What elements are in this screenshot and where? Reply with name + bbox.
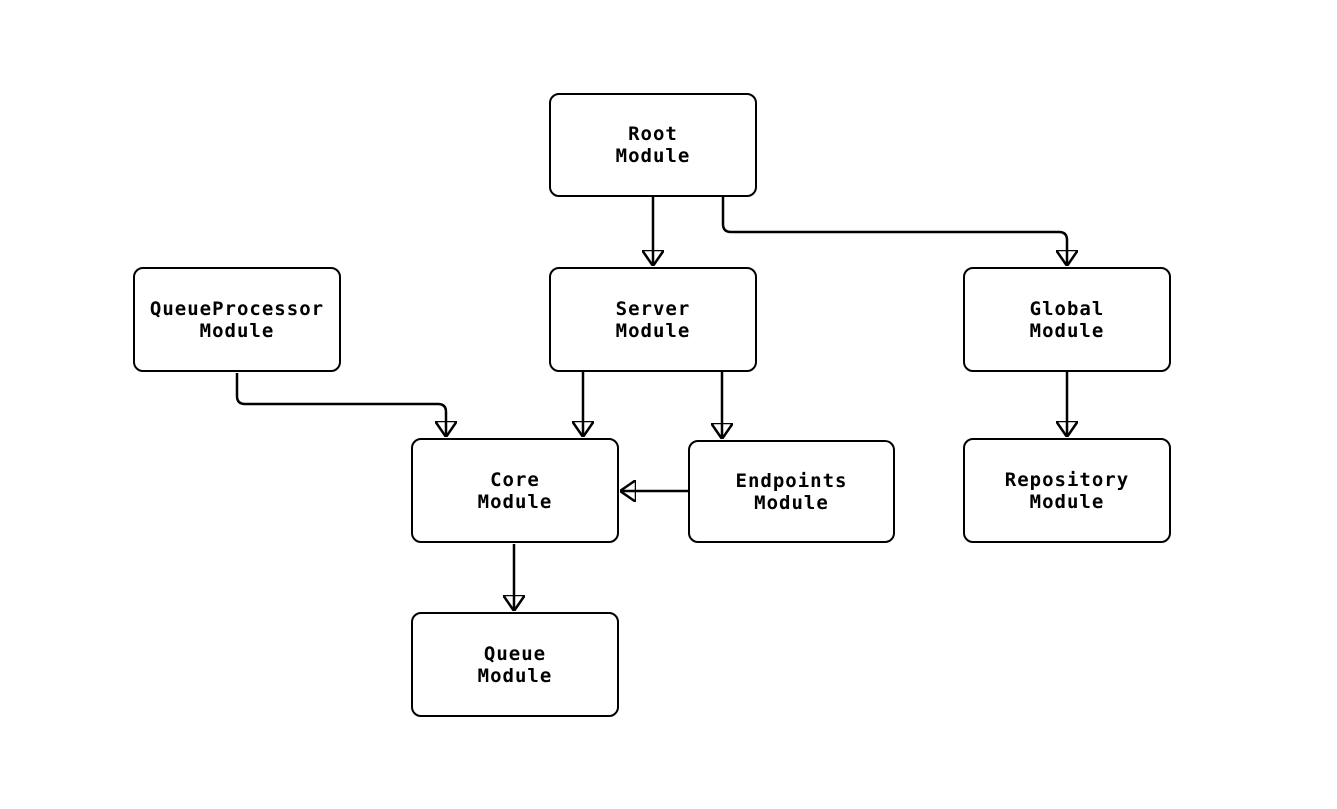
node-core-module: Core Module: [411, 438, 619, 543]
edge-queueprocessor-to-core: [235, 373, 446, 436]
node-repository-module: Repository Module: [963, 438, 1171, 543]
node-core-module-label: Core Module: [477, 468, 553, 513]
node-root-module-label: Root Module: [615, 123, 691, 167]
node-queueprocessor-module: QueueProcessor Module: [133, 267, 341, 372]
node-global-module: Global Module: [963, 267, 1171, 372]
edge-root-to-global: [721, 197, 1067, 265]
node-endpoints-module-label: Endpoints Module: [735, 469, 848, 514]
node-repository-module-label: Repository Module: [1004, 468, 1130, 513]
node-root-module: Root Module: [549, 93, 757, 197]
node-queue-module: Queue Module: [411, 612, 619, 717]
node-queue-module-label: Queue Module: [477, 642, 553, 687]
node-server-module: Server Module: [549, 267, 757, 372]
node-server-module-label: Server Module: [615, 297, 691, 342]
node-endpoints-module: Endpoints Module: [688, 440, 895, 543]
node-global-module-label: Global Module: [1029, 297, 1105, 342]
node-queueprocessor-module-label: QueueProcessor Module: [149, 297, 325, 342]
